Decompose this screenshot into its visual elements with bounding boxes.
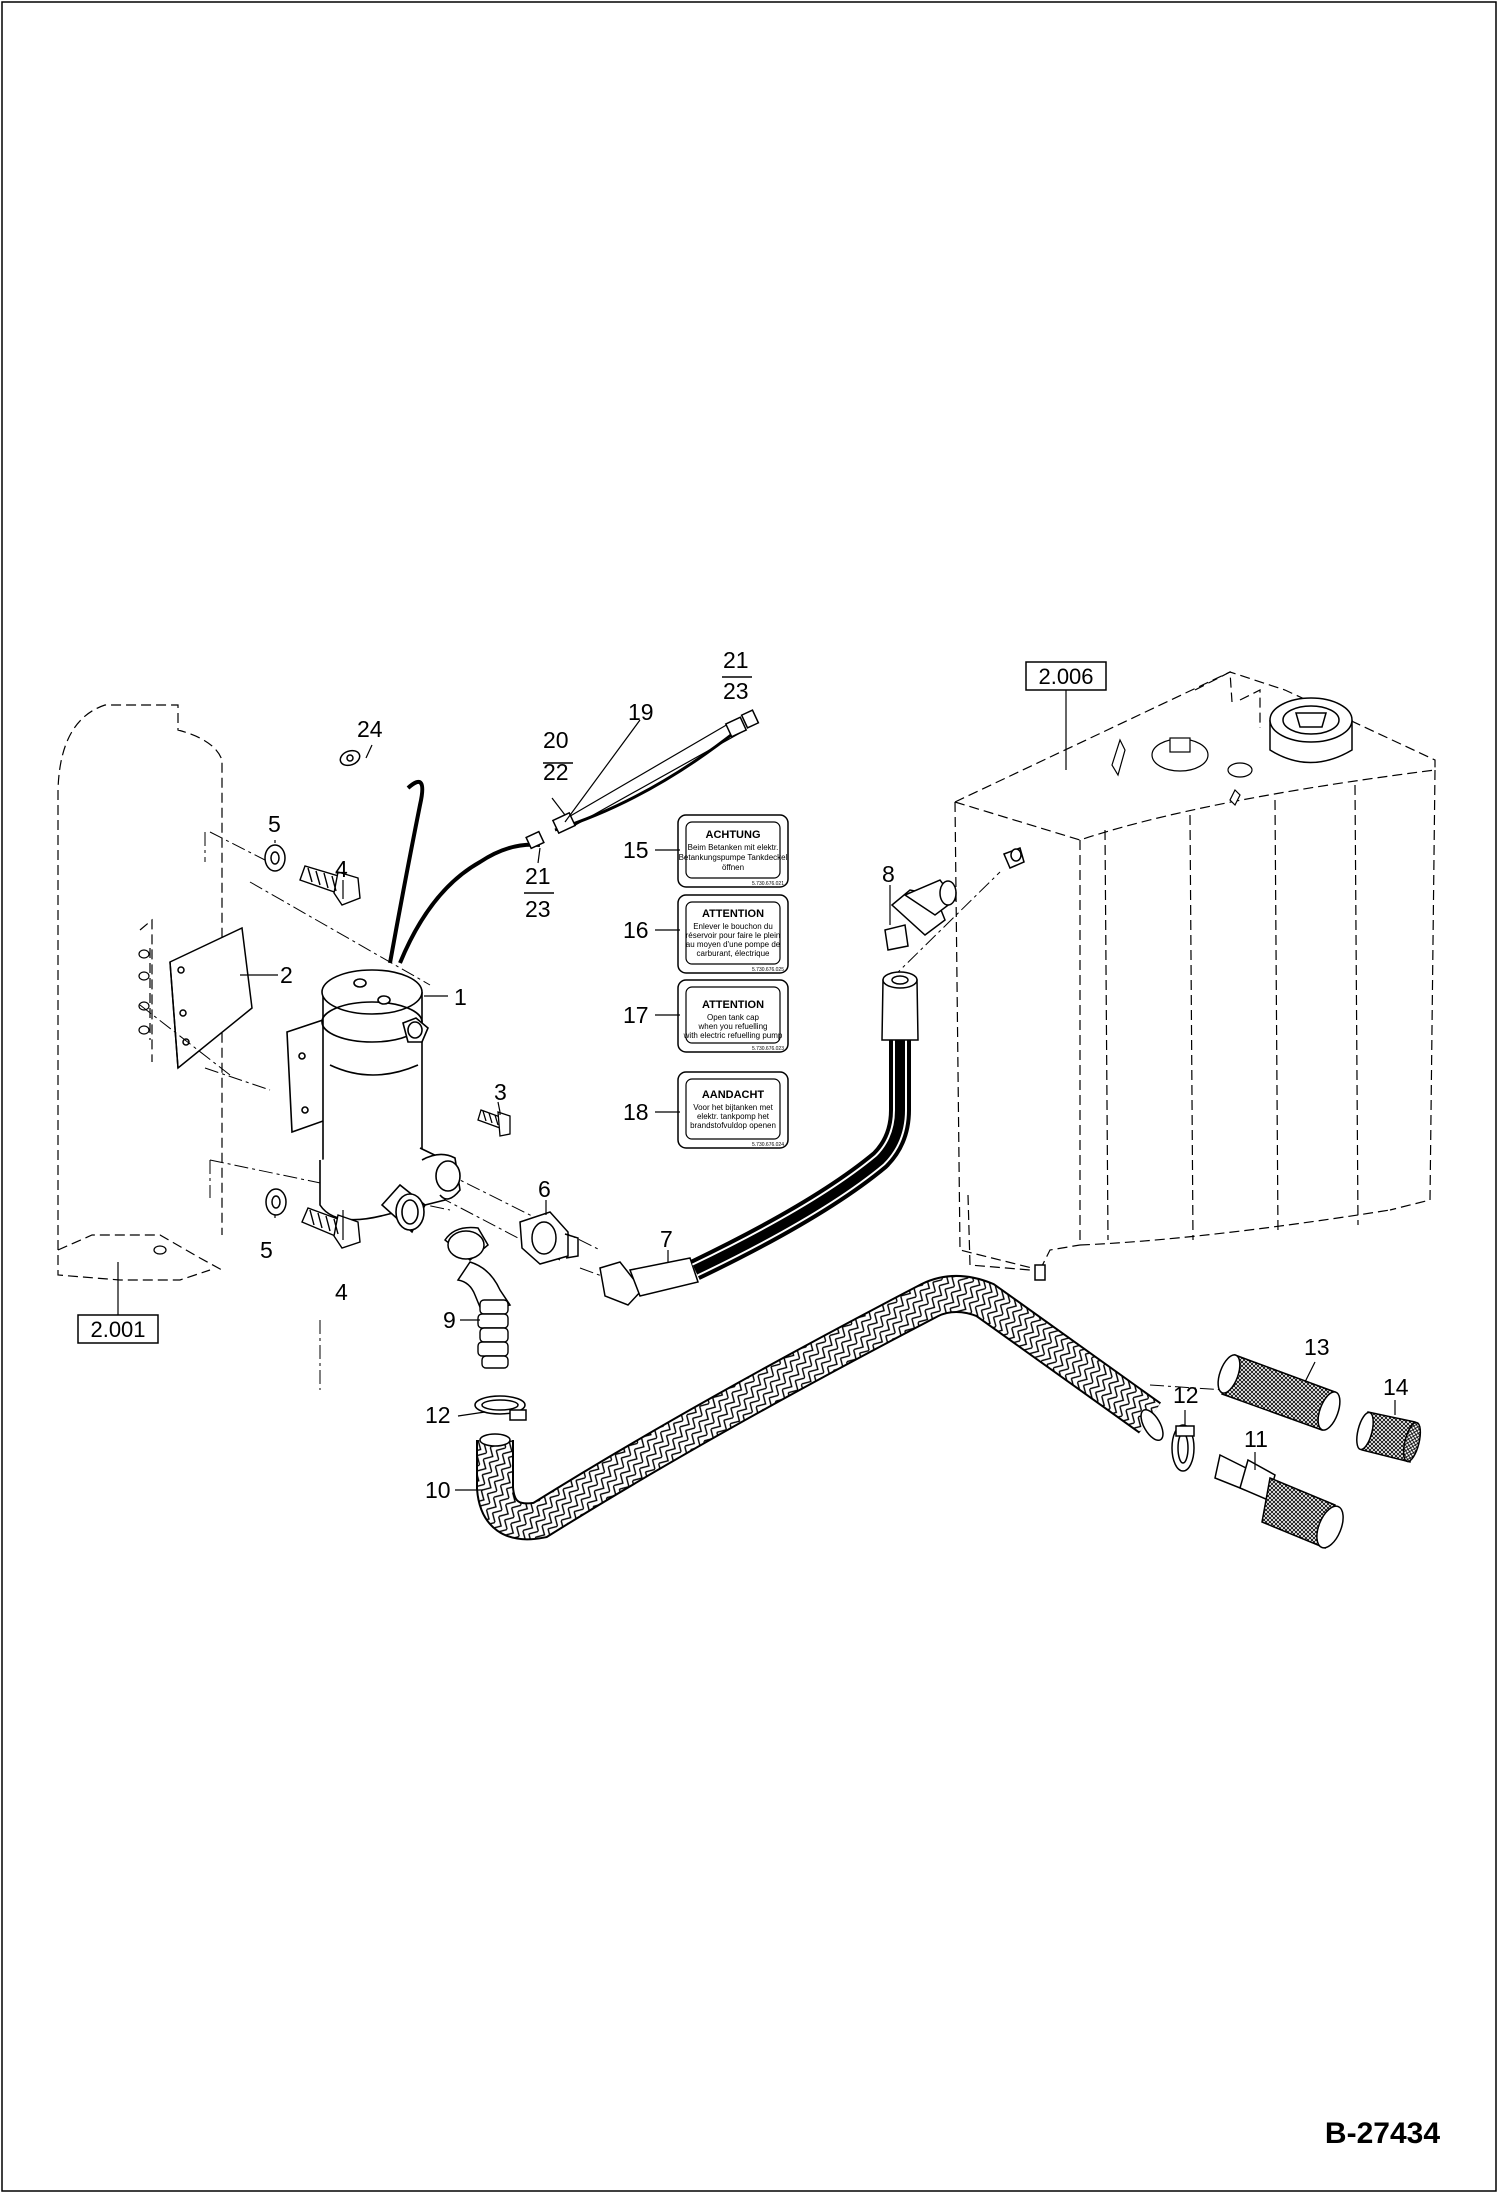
callout-23-bottom: 23 bbox=[525, 896, 551, 922]
tank-port bbox=[1003, 847, 1046, 1281]
adapter-fitting bbox=[519, 1211, 579, 1265]
callout-19: 19 bbox=[628, 699, 654, 725]
label-code: 5.730.676.023 bbox=[752, 1046, 784, 1052]
fuel-tank-outline bbox=[954, 671, 1436, 1271]
callout-5-lower: 5 bbox=[260, 1237, 273, 1263]
callout-4-lower: 4 bbox=[335, 1279, 348, 1305]
bolt-small bbox=[477, 1109, 511, 1137]
harness-connectors bbox=[339, 709, 760, 850]
cable-harness bbox=[388, 719, 741, 964]
hose-end-fitting bbox=[881, 971, 919, 1041]
frame-ref-box bbox=[77, 1314, 159, 1344]
frame-ref-label: 2.001 bbox=[90, 1317, 145, 1342]
warning-label-achtung: ACHTUNG Beim Betanken mit elektr. Betank… bbox=[677, 814, 789, 888]
callout-9: 9 bbox=[443, 1307, 456, 1333]
hose-connector-stack bbox=[477, 1299, 509, 1369]
callout-3: 3 bbox=[494, 1079, 507, 1105]
callout-11: 11 bbox=[1244, 1426, 1268, 1452]
electric-fuel-pump bbox=[286, 969, 461, 1234]
label-line: elektr. tankpomp het bbox=[697, 1112, 770, 1121]
label-line: Open tank cap bbox=[707, 1013, 760, 1022]
drawing-number: B-27434 bbox=[1325, 2117, 1440, 2150]
callout-21-bottom: 21 bbox=[525, 863, 551, 889]
label-line: au moyen d'une pompe de bbox=[686, 940, 781, 949]
callout-13: 13 bbox=[1304, 1334, 1330, 1360]
frame-bolt-holes bbox=[138, 949, 167, 1255]
filter-sleeve bbox=[1217, 1354, 1341, 1431]
callout-18: 18 bbox=[623, 1099, 649, 1125]
callout-15: 15 bbox=[623, 837, 649, 863]
label-code: 5.730.676.024 bbox=[752, 1142, 784, 1148]
callout-12-left: 12 bbox=[425, 1402, 451, 1428]
warning-label-aandacht: AANDACHT Voor het bijtanken met elektr. … bbox=[677, 1071, 789, 1149]
tank-gauge bbox=[1111, 737, 1253, 807]
tank-ref-label: 2.006 bbox=[1038, 664, 1093, 689]
callout-5-upper: 5 bbox=[268, 811, 281, 837]
elbow-fitting bbox=[599, 1257, 699, 1306]
tank-elbow-fitting bbox=[884, 879, 957, 951]
callout-24: 24 bbox=[357, 716, 383, 742]
label-code: 5.730.676.025 bbox=[752, 967, 784, 973]
label-line: when you refuelling bbox=[698, 1022, 768, 1031]
label-title: AANDACHT bbox=[702, 1089, 765, 1101]
bolt-upper bbox=[299, 865, 361, 906]
washer-lower bbox=[265, 1188, 287, 1216]
callout-14: 14 bbox=[1383, 1374, 1409, 1400]
callout-7: 7 bbox=[660, 1226, 673, 1252]
callout-16: 16 bbox=[623, 917, 649, 943]
hose-end-right bbox=[1140, 1408, 1164, 1442]
hose-clamp-left bbox=[474, 1395, 527, 1421]
callout-2: 2 bbox=[280, 962, 293, 988]
machine-frame-outline bbox=[57, 704, 223, 1281]
fraction-bars bbox=[524, 676, 752, 894]
braided-suction-hose bbox=[476, 1275, 1162, 1541]
label-title: ATTENTION bbox=[702, 908, 764, 920]
callout-23-top: 23 bbox=[723, 678, 749, 704]
warning-label-attention-fr: ATTENTION Enlever le bouchon du réservoi… bbox=[677, 894, 789, 974]
fuel-hose-black bbox=[690, 1040, 911, 1280]
label-line: brandstofvuldop openen bbox=[690, 1121, 776, 1130]
tank-ref-box bbox=[1025, 661, 1107, 691]
callout-21-top: 21 bbox=[723, 647, 749, 673]
label-title: ATTENTION bbox=[702, 999, 764, 1011]
callout-12-right: 12 bbox=[1173, 1382, 1199, 1408]
label-title: ACHTUNG bbox=[706, 829, 761, 841]
label-line: Voor het bijtanken met bbox=[693, 1103, 773, 1112]
label-line: réservoir pour faire le plein bbox=[686, 931, 781, 940]
mounting-bracket bbox=[169, 926, 253, 1070]
callout-4-upper: 4 bbox=[335, 856, 348, 882]
label-code: 5.730.676.021 bbox=[752, 881, 784, 887]
callout-numbers: 1 2 3 4 4 5 5 6 7 8 9 10 11 12 12 13 14 … bbox=[260, 647, 1409, 1503]
suction-filter bbox=[1214, 1453, 1344, 1550]
label-line: Betankungspumpe Tankdeckel bbox=[679, 853, 788, 862]
bolt-lower bbox=[301, 1207, 361, 1249]
label-line: Enlever le bouchon du bbox=[693, 922, 773, 931]
callout-10: 10 bbox=[425, 1477, 451, 1503]
label-line: öffnen bbox=[722, 863, 744, 872]
callout-6: 6 bbox=[538, 1176, 551, 1202]
callout-22: 22 bbox=[543, 759, 569, 785]
callout-20: 20 bbox=[543, 727, 569, 753]
label-line: Beim Betanken mit elektr. bbox=[688, 843, 779, 852]
leader-lines bbox=[240, 719, 1396, 1491]
callout-17: 17 bbox=[623, 1002, 649, 1028]
hose-clamp-right bbox=[1171, 1424, 1195, 1472]
callout-1: 1 bbox=[454, 984, 467, 1010]
strainer-basket bbox=[1356, 1411, 1422, 1463]
callout-8: 8 bbox=[882, 861, 895, 887]
washer-upper bbox=[264, 844, 286, 872]
label-line: with electric refuelling pump bbox=[683, 1031, 783, 1040]
hose-end-left bbox=[479, 1433, 511, 1447]
warning-label-attention-en: ATTENTION Open tank cap when you refuell… bbox=[677, 979, 789, 1053]
label-line: carburant, électrique bbox=[697, 949, 770, 958]
tank-filler-cap bbox=[1269, 697, 1353, 764]
